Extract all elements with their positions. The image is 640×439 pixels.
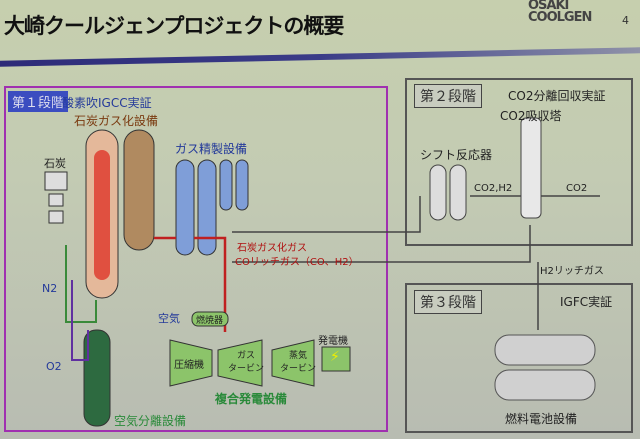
co2-label: CO2: [566, 183, 588, 194]
steam-turbine-label: 蒸気タービン: [280, 351, 317, 374]
stage2-box: [405, 78, 633, 246]
generator-label: 発電機: [318, 336, 348, 347]
compressor-label: 圧縮機: [174, 360, 204, 371]
shift-reactor-label: シフト反応器: [420, 148, 493, 162]
co-rich-gas-label: COリッチガス（CO、H2）: [235, 257, 359, 268]
combustor-icon: [191, 311, 229, 327]
gas-cleanup-label: ガス精製設備: [175, 142, 248, 156]
n2-label: N2: [42, 282, 58, 295]
turbine-train-icon: [169, 339, 351, 387]
asu-tower-icon: [83, 329, 111, 427]
syngas-label: 石炭ガス化ガス: [237, 243, 307, 254]
gasifier-icon: [85, 129, 155, 299]
page-number: 4: [622, 14, 629, 27]
slide-title: 大崎クールジェンプロジェクトの概要: [4, 14, 344, 38]
stage2-tag: 第２段階: [414, 84, 482, 108]
gas-cleanup-icon: [175, 159, 249, 256]
air-label: 空気: [158, 312, 180, 325]
absorber-label: CO2吸収塔: [500, 109, 562, 123]
co2-h2-label: CO2,H2: [474, 183, 513, 194]
asu-label: 空気分離設備: [114, 414, 187, 428]
lightning-icon: ⚡: [330, 349, 340, 365]
coal-hopper-icon: [44, 171, 68, 224]
h2-rich-gas-label: H2リッチガス: [540, 266, 604, 277]
combustor-label: 燃焼器: [196, 316, 224, 326]
co2-absorber-icon: [520, 117, 542, 219]
stage2-heading: CO2分離回収実証: [508, 89, 606, 103]
stage1-box: [4, 86, 388, 432]
o2-label: O2: [46, 360, 62, 373]
shift-reactor-icon: [429, 164, 467, 221]
stage1-heading: 酸素吹IGCC実証: [62, 96, 152, 110]
stage3-heading: IGFC実証: [560, 295, 613, 309]
gasifier-label: 石炭ガス化設備: [74, 114, 159, 128]
gas-turbine-label: ガスタービン: [228, 351, 265, 374]
ccgt-label: 複合発電設備: [215, 392, 288, 406]
stage3-tag: 第３段階: [414, 290, 482, 314]
coal-label: 石炭: [44, 157, 66, 170]
fuel-cell-icon: [494, 334, 596, 401]
stage1-tag: 第１段階: [8, 91, 69, 112]
fuel-cell-label: 燃料電池設備: [505, 412, 578, 426]
stage3-box: [405, 283, 633, 433]
